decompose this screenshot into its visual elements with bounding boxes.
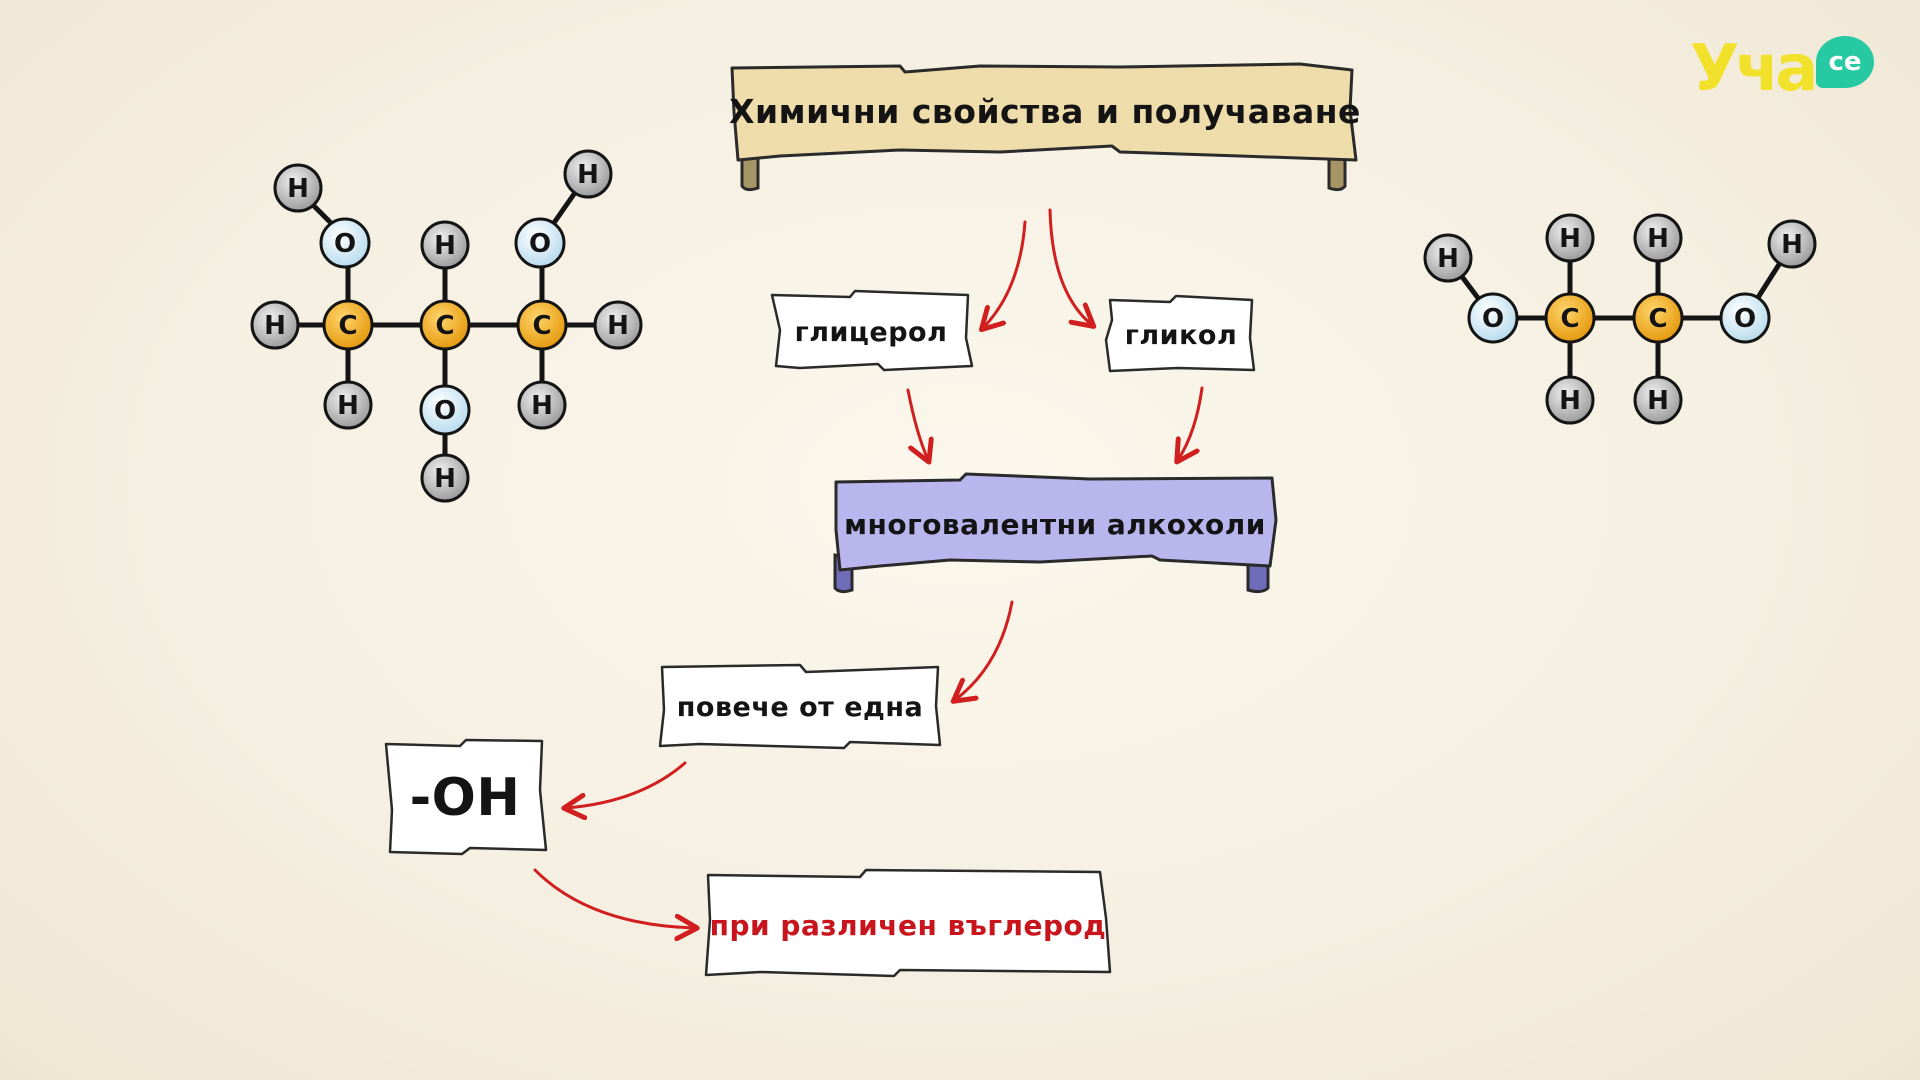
atom-label: H bbox=[1559, 224, 1581, 254]
glycerol-molecule: H O H O H H C C C H H O H H bbox=[250, 149, 643, 503]
glycol-label: гликол bbox=[1124, 319, 1238, 351]
atom-label: H bbox=[337, 391, 359, 421]
oh-group-label: -OH bbox=[409, 768, 521, 828]
oxygen-atom bbox=[319, 217, 371, 269]
arrow-polyhydric-to-more bbox=[955, 600, 1014, 700]
carbon-atom bbox=[322, 299, 374, 351]
hydrogen-atom bbox=[593, 300, 643, 350]
oxygen-atom bbox=[1719, 292, 1771, 344]
hydrogen-atom bbox=[563, 149, 613, 199]
atom-label: H bbox=[607, 311, 629, 341]
hydrogen-atom bbox=[1633, 213, 1683, 263]
atom-label: C bbox=[435, 311, 454, 341]
hydrogen-atom bbox=[517, 380, 567, 430]
carbon-atom bbox=[1544, 292, 1596, 344]
glycol-atoms bbox=[1423, 213, 1817, 425]
arrow-glycerol-to-polyhydric bbox=[906, 388, 928, 460]
atom-label: H bbox=[287, 174, 309, 204]
page-title: Химични свойства и получаване bbox=[729, 91, 1361, 131]
carbon-atom bbox=[419, 299, 471, 351]
atom-label: H bbox=[264, 311, 286, 341]
hydrogen-atom bbox=[273, 163, 323, 213]
glycol-molecule: H O C C O H H H H H bbox=[1423, 213, 1817, 425]
atom-label: O bbox=[1482, 304, 1504, 334]
arrow-glycol-to-polyhydric bbox=[1178, 386, 1204, 460]
polyhydric-alcohols-label: многовалентни алкохоли bbox=[844, 507, 1266, 541]
hydrogen-atom bbox=[1767, 219, 1817, 269]
glycerol-label: глицерол bbox=[794, 316, 948, 348]
atom-label: H bbox=[531, 391, 553, 421]
hydrogen-atom bbox=[1633, 375, 1683, 425]
atom-label: H bbox=[1781, 230, 1803, 260]
atom-label: C bbox=[338, 311, 357, 341]
more-than-one-paper bbox=[658, 663, 942, 750]
atom-label: H bbox=[434, 464, 456, 494]
polyhydric-scroll bbox=[833, 472, 1278, 594]
purple-scroll-body bbox=[834, 472, 1278, 572]
glycerol-atoms bbox=[250, 149, 643, 503]
oxygen-atom bbox=[514, 217, 566, 269]
glycol-atom-labels: H O C C O H H H H H bbox=[1437, 224, 1803, 416]
glycerol-paper bbox=[770, 289, 974, 372]
hydrogen-atom bbox=[250, 300, 300, 350]
arrow-oh-to-carbon bbox=[533, 868, 695, 928]
glycol-paper bbox=[1104, 294, 1256, 373]
different-carbon-label: при различен въглерод bbox=[709, 908, 1107, 942]
atom-label: C bbox=[1560, 304, 1579, 334]
atom-label: H bbox=[434, 231, 456, 261]
logo-speech-bubble-icon: се bbox=[1816, 36, 1874, 88]
brand-logo: Уча се bbox=[1690, 28, 1890, 118]
atom-label: H bbox=[1647, 224, 1669, 254]
logo-wordmark: Уча bbox=[1690, 32, 1818, 106]
different-carbon-paper bbox=[704, 868, 1112, 978]
title-scroll bbox=[730, 62, 1358, 192]
atom-label: C bbox=[1648, 304, 1667, 334]
logo-bubble-text: се bbox=[1828, 47, 1862, 77]
atom-label: O bbox=[1734, 304, 1756, 334]
oxygen-atom bbox=[1467, 292, 1519, 344]
atom-label: H bbox=[1437, 244, 1459, 274]
oh-paper bbox=[384, 738, 548, 856]
glycerol-atom-labels: H O H O H H C C C H H O H H bbox=[264, 160, 629, 494]
atom-label: H bbox=[1647, 386, 1669, 416]
title-scroll-body bbox=[730, 62, 1358, 162]
atom-label: O bbox=[434, 396, 456, 426]
hydrogen-atom bbox=[1423, 233, 1473, 283]
arrow-more-to-oh bbox=[566, 761, 687, 808]
hydrogen-atom bbox=[1545, 213, 1595, 263]
atom-label: H bbox=[1559, 386, 1581, 416]
hydrogen-atom bbox=[420, 220, 470, 270]
more-than-one-label: повече от една bbox=[676, 691, 924, 723]
arrow-title-to-glycerol bbox=[983, 220, 1027, 328]
atom-label: O bbox=[529, 229, 551, 259]
oxygen-atom bbox=[419, 384, 471, 436]
atom-label: H bbox=[577, 160, 599, 190]
hydrogen-atom bbox=[323, 380, 373, 430]
hydrogen-atom bbox=[420, 453, 470, 503]
carbon-atom bbox=[1632, 292, 1684, 344]
arrow-title-to-glycol bbox=[1048, 208, 1092, 325]
carbon-atom bbox=[516, 299, 568, 351]
atom-label: O bbox=[334, 229, 356, 259]
atom-label: C bbox=[532, 311, 551, 341]
hydrogen-atom bbox=[1545, 375, 1595, 425]
